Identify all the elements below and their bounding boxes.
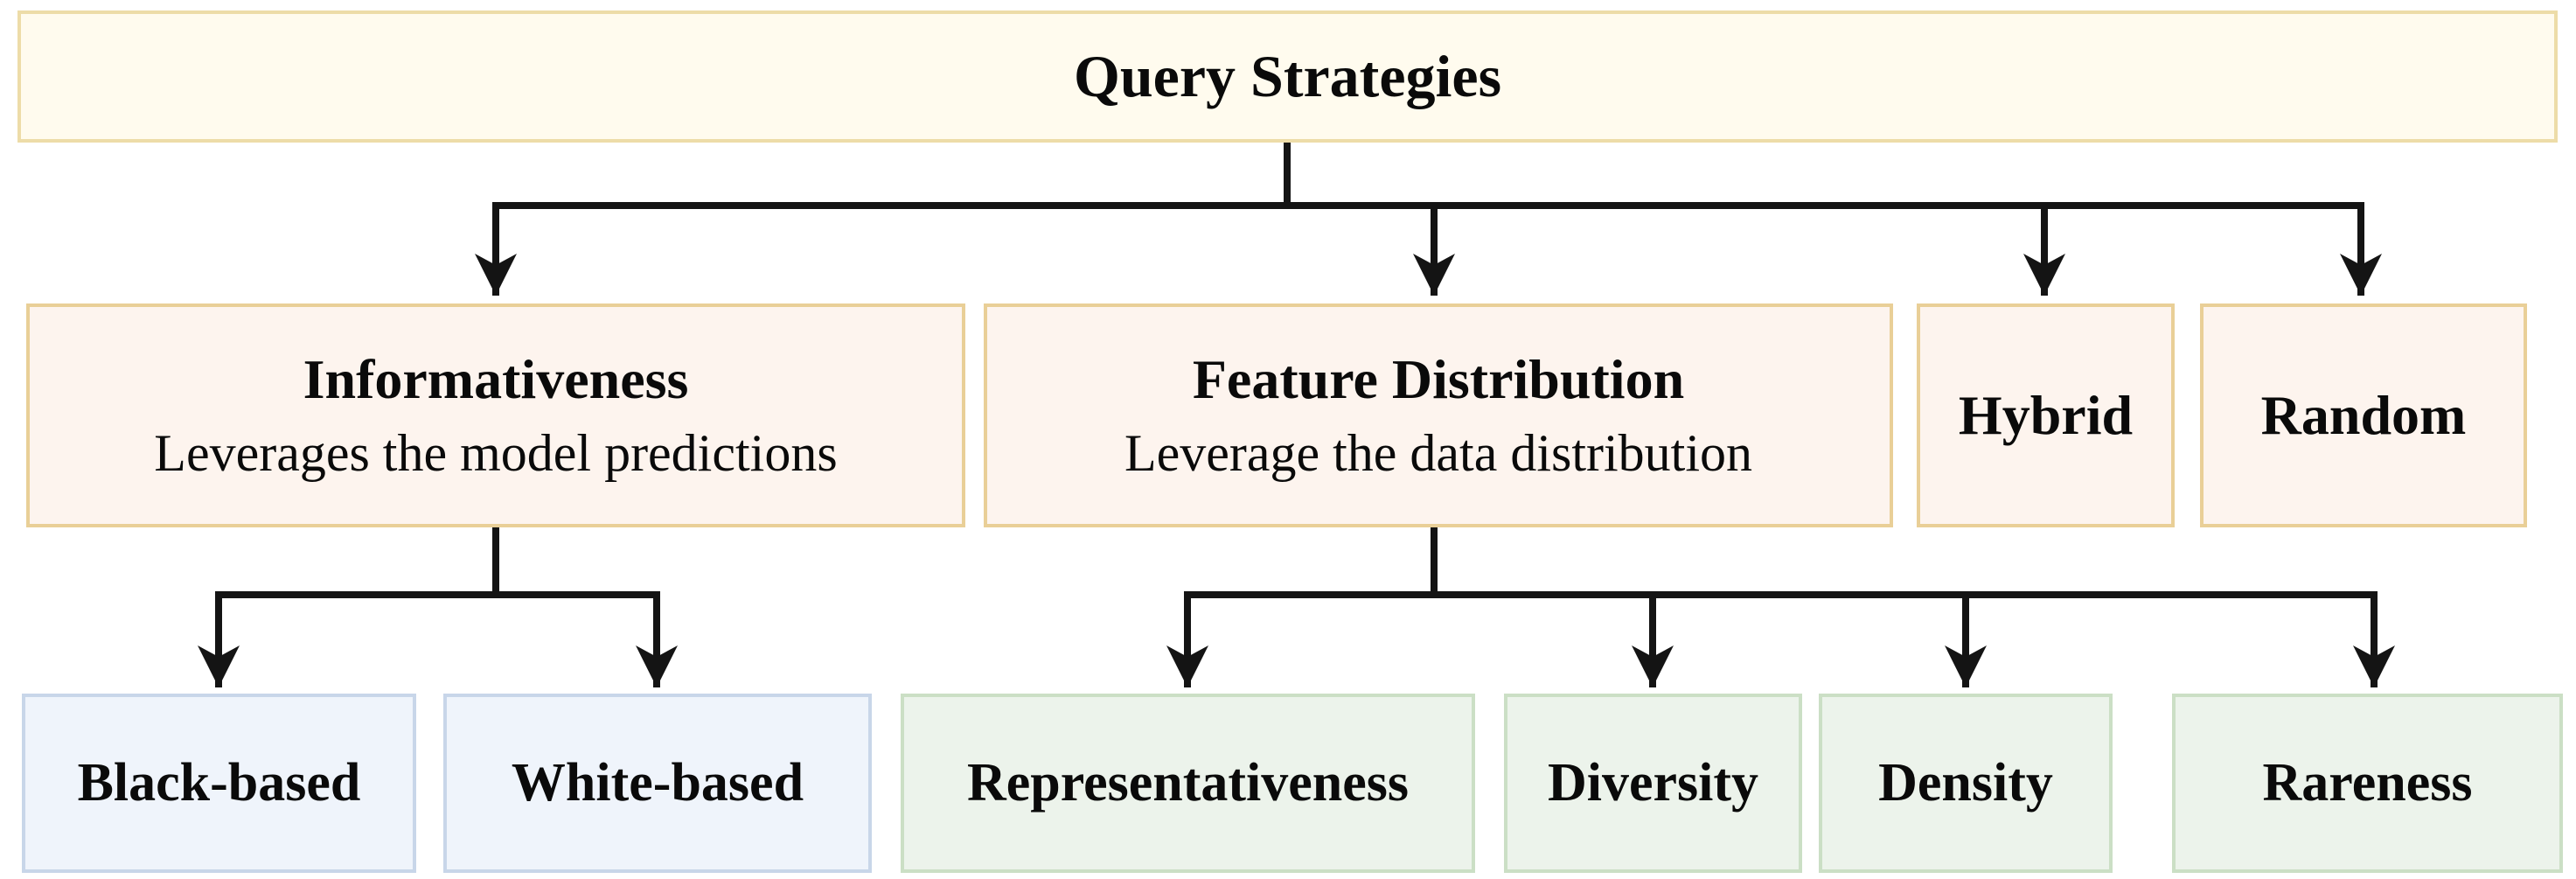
node-hybrid: Hybrid xyxy=(1917,303,2175,527)
node-black-based: Black-based xyxy=(22,694,416,873)
random-label: Random xyxy=(2260,383,2467,446)
density-label: Density xyxy=(1878,753,2053,813)
node-diversity: Diversity xyxy=(1504,694,1802,873)
black-based-label: Black-based xyxy=(77,753,361,813)
feature-distribution-title: Feature Distribution xyxy=(1192,347,1685,410)
query-strategies-label: Query Strategies xyxy=(1073,43,1502,110)
node-feature-distribution: Feature Distribution Leverage the data d… xyxy=(984,303,1893,527)
rareness-label: Rareness xyxy=(2262,753,2473,813)
node-random: Random xyxy=(2200,303,2527,527)
node-rareness: Rareness xyxy=(2172,694,2563,873)
white-based-label: White-based xyxy=(511,753,804,813)
diversity-label: Diversity xyxy=(1547,753,1759,813)
node-white-based: White-based xyxy=(443,694,872,873)
informativeness-subtitle: Leverages the model predictions xyxy=(154,424,838,483)
hybrid-label: Hybrid xyxy=(1958,383,2134,446)
node-representativeness: Representativeness xyxy=(901,694,1475,873)
feature-distribution-subtitle: Leverage the data distribution xyxy=(1124,424,1753,483)
informativeness-title: Informativeness xyxy=(303,347,689,410)
representativeness-label: Representativeness xyxy=(966,753,1410,813)
node-density: Density xyxy=(1819,694,2113,873)
node-informativeness: Informativeness Leverages the model pred… xyxy=(26,303,965,527)
node-query-strategies: Query Strategies xyxy=(17,10,2558,143)
